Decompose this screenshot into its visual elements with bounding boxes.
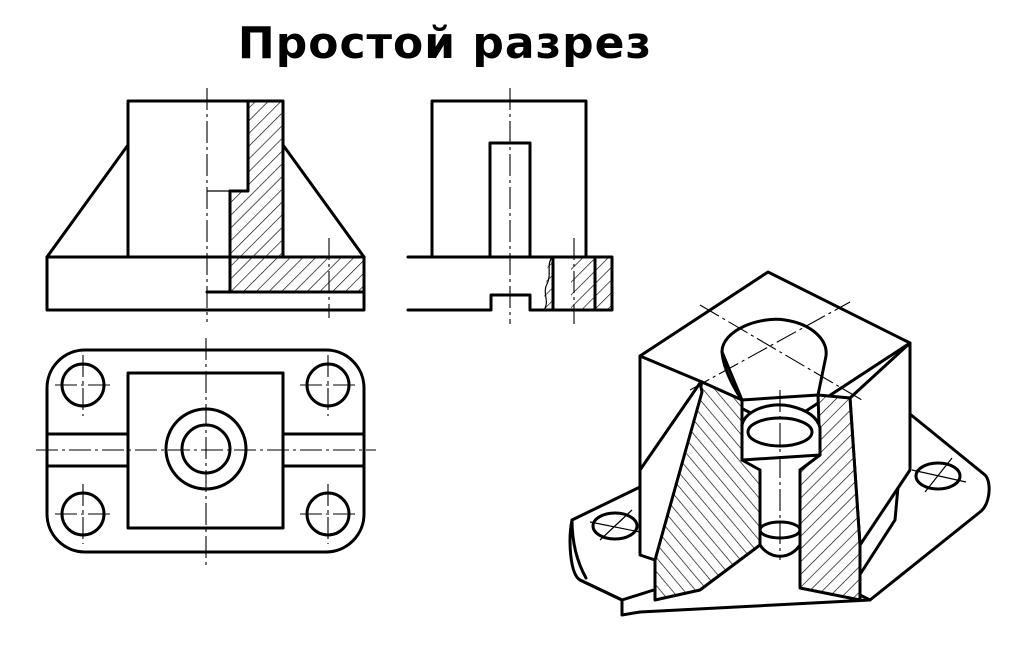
- side-view: [406, 88, 614, 324]
- top-view: [36, 338, 376, 566]
- isometric-view-cutaway: [568, 270, 991, 617]
- drawing-title: Простой разрез: [237, 18, 653, 69]
- front-view-half-section: [45, 88, 366, 322]
